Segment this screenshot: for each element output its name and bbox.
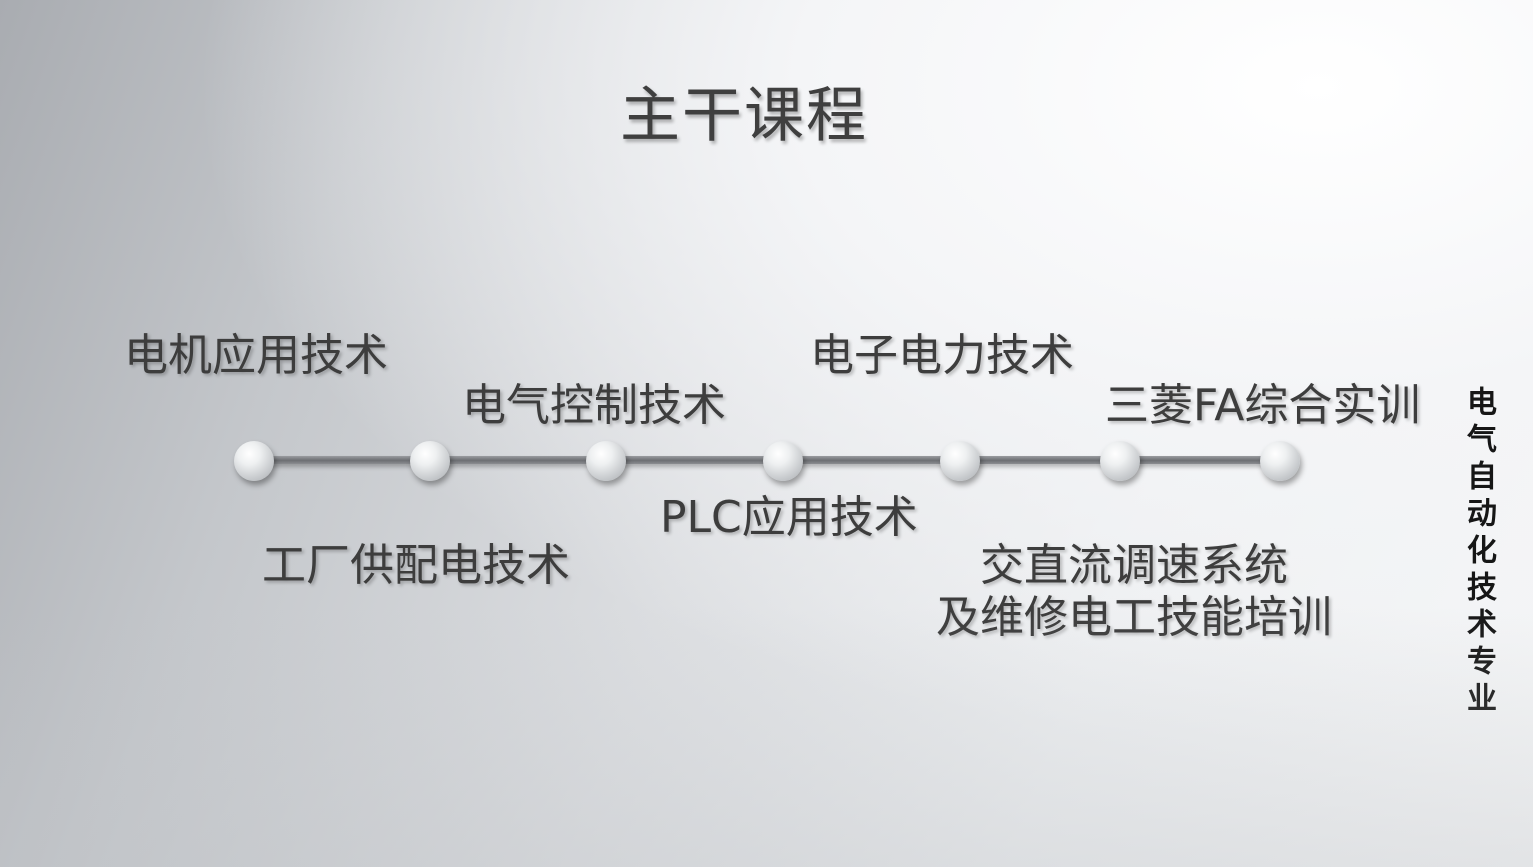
timeline-node-6	[1100, 441, 1140, 481]
course-label-3: 电气控制技术	[462, 380, 726, 431]
course-label-7: 三菱FA综合实训	[1105, 380, 1421, 431]
course-label-2: 工厂供配电技术	[262, 540, 570, 591]
timeline-node-2	[410, 441, 450, 481]
slide-title: 主干课程	[620, 81, 868, 151]
timeline-node-1	[234, 441, 274, 481]
course-label-5: 电子电力技术	[810, 330, 1074, 381]
timeline-node-5	[940, 441, 980, 481]
course-label-1: 电机应用技术	[124, 330, 388, 381]
major-name-vertical: 电气自动化技术专业	[1461, 386, 1496, 719]
course-label-6: 交直流调速系统 及维修电工技能培训	[920, 540, 1348, 644]
course-label-6-line1: 交直流调速系统	[980, 540, 1288, 591]
timeline-node-4	[763, 441, 803, 481]
timeline-node-3	[586, 441, 626, 481]
timeline-node-7	[1260, 441, 1300, 481]
course-label-6-line2: 及维修电工技能培训	[936, 592, 1332, 643]
course-label-4: PLC应用技术	[660, 492, 918, 543]
